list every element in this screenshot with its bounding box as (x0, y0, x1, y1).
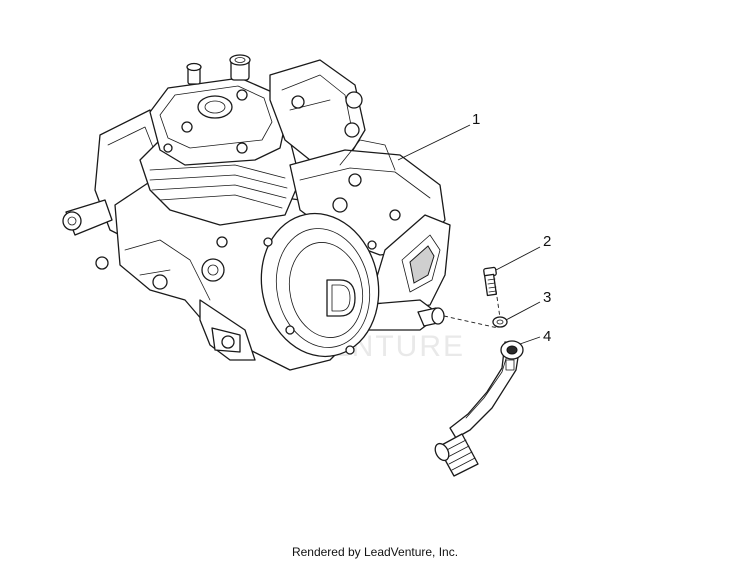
leader-line-2 (495, 246, 541, 271)
engine-assembly (62, 54, 451, 371)
callout-1: 1 (472, 111, 480, 128)
callout-2: 2 (543, 233, 551, 250)
callout-4: 4 (543, 328, 551, 345)
leader-line-4 (519, 336, 541, 345)
leader-line-3 (505, 301, 541, 321)
assembly-line (443, 315, 499, 329)
assembly-line-bolt (495, 289, 501, 319)
bolt-part (483, 266, 497, 297)
washer-part (492, 316, 508, 328)
callout-3: 3 (543, 289, 551, 306)
shift-lever-part (434, 340, 524, 477)
render-credit: Rendered by LeadVenture, Inc. (291, 545, 459, 559)
leader-line-1 (397, 124, 471, 161)
